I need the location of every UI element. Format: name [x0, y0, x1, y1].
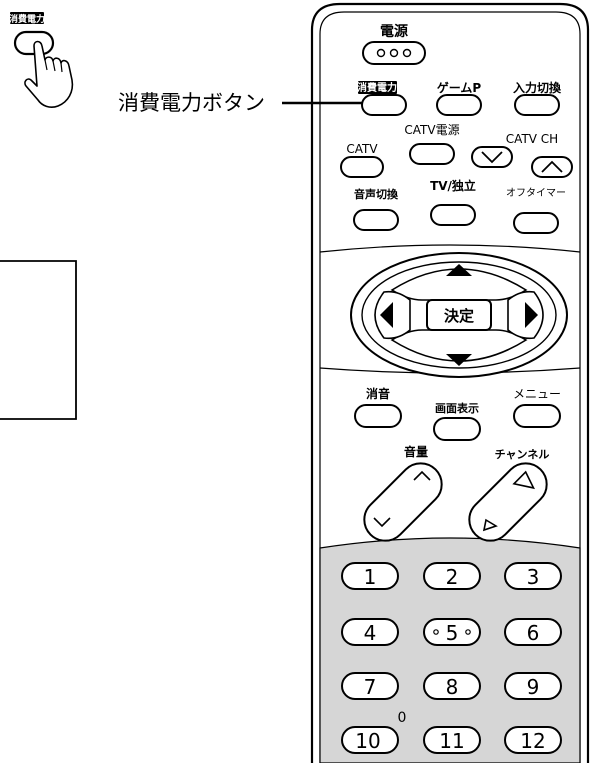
- tactile-dot-icon: [465, 629, 471, 635]
- number-button-7[interactable]: [341, 672, 399, 700]
- volume-rocker[interactable]: [356, 455, 451, 550]
- number-label-9: 9: [527, 675, 540, 699]
- audio-switch-button[interactable]: [353, 209, 399, 231]
- input-switch-button[interactable]: [514, 94, 560, 116]
- mute-label: 消音: [366, 386, 390, 401]
- menu-label: メニュー: [513, 387, 561, 401]
- catv-power-button[interactable]: [409, 143, 455, 165]
- game-p-label: ゲームP: [437, 80, 482, 95]
- catv-ch-label: CATV CH: [506, 132, 558, 146]
- number-label-2: 2: [446, 565, 459, 589]
- tv-independent-label: TV/独立: [430, 178, 476, 193]
- catv-ch-down-button[interactable]: [471, 146, 513, 168]
- number-label-1: 1: [364, 565, 377, 589]
- volume-label: 音量: [404, 444, 428, 459]
- dpad-inner-ring: [361, 261, 557, 369]
- menu-button[interactable]: [513, 404, 561, 428]
- section-divider-1: [319, 244, 581, 253]
- catv-ch-up-button[interactable]: [531, 156, 573, 178]
- number-label-7: 7: [364, 675, 377, 699]
- number-label-5: 5: [446, 621, 459, 645]
- arrow-up-icon: [446, 264, 472, 276]
- number-button-10[interactable]: [341, 726, 399, 754]
- catv-power-label: CATV電源: [404, 123, 459, 137]
- volume-up-icon: [413, 470, 431, 481]
- number-label-11: 11: [439, 729, 464, 753]
- number-label-3: 3: [527, 565, 540, 589]
- power-saving-label: 消費電力: [357, 81, 397, 94]
- inset-illustration: 消費電力: [9, 12, 74, 108]
- inset-badge: [10, 12, 44, 24]
- dpad: 決定: [350, 252, 568, 378]
- display-button[interactable]: [433, 417, 481, 441]
- channel-rocker[interactable]: [461, 455, 556, 550]
- remote-control: 電源 消費電力 ゲームP 入力切換 CATV CATV電源 CATV CH 音声…: [310, 2, 590, 763]
- display-label: 画面表示: [435, 401, 479, 415]
- game-p-button[interactable]: [436, 94, 482, 116]
- side-panel-frame: [0, 260, 77, 420]
- channel-down-icon: [482, 518, 498, 532]
- dpad-ok-label: 決定: [444, 307, 474, 325]
- number-label-10: 10: [355, 729, 380, 753]
- number-label-4: 4: [364, 621, 377, 645]
- volume-rocker-body: [363, 462, 443, 542]
- remote-inner-outline: [319, 11, 581, 763]
- remote-outline: [310, 2, 590, 763]
- mute-button[interactable]: [354, 404, 402, 428]
- number-ten-superscript: 0: [398, 710, 407, 726]
- catv-label: CATV: [346, 142, 378, 156]
- number-label-12: 12: [520, 729, 545, 753]
- arrow-right-icon: [525, 302, 538, 328]
- power-label: 電源: [380, 23, 408, 40]
- number-label-8: 8: [446, 675, 459, 699]
- arrow-left-icon: [380, 302, 393, 328]
- number-button-12[interactable]: [504, 726, 562, 754]
- arrow-down-icon: [446, 354, 472, 366]
- channel-rocker-body: [468, 462, 548, 542]
- off-timer-label: オフタイマー: [506, 187, 566, 199]
- power-led-icon: [376, 48, 386, 58]
- power-saving-button[interactable]: [361, 94, 407, 116]
- number-pad-panel: [319, 537, 581, 763]
- off-timer-button[interactable]: [513, 212, 559, 234]
- number-button-4[interactable]: [341, 618, 399, 646]
- hand-detail-icon: [44, 59, 63, 73]
- input-switch-label: 入力切換: [513, 80, 562, 95]
- number-button-1[interactable]: [341, 562, 399, 590]
- number-button-9[interactable]: [504, 672, 562, 700]
- audio-switch-label: 音声切換: [354, 187, 399, 201]
- number-pad: 1 2 3 4 5 6 7 8 9 10 0 11 12: [341, 562, 562, 754]
- inset-badge-text: 消費電力: [9, 13, 45, 25]
- power-led-icon: [389, 48, 399, 58]
- power-button[interactable]: [362, 41, 426, 65]
- number-button-8[interactable]: [423, 672, 481, 700]
- chevron-down-icon: [481, 151, 503, 164]
- callout-label: 消費電力ボタン: [118, 91, 265, 115]
- number-button-2[interactable]: [423, 562, 481, 590]
- power-led-icon: [402, 48, 412, 58]
- number-button-3[interactable]: [504, 562, 562, 590]
- dpad-ok-button[interactable]: [426, 299, 492, 331]
- callout: 消費電力ボタン: [118, 91, 380, 115]
- hand-icon: [24, 40, 74, 108]
- number-label-6: 6: [527, 621, 540, 645]
- chevron-up-icon: [541, 160, 563, 173]
- channel-up-icon: [512, 470, 535, 490]
- tactile-dot-icon: [433, 629, 439, 635]
- volume-down-icon: [373, 517, 391, 528]
- power-saving-label-badge: [358, 81, 397, 94]
- number-button-5[interactable]: [423, 618, 481, 646]
- channel-label: チャンネル: [495, 448, 550, 461]
- number-button-11[interactable]: [423, 726, 481, 754]
- number-button-6[interactable]: [504, 618, 562, 646]
- catv-button[interactable]: [340, 156, 384, 178]
- tv-independent-button[interactable]: [430, 204, 476, 226]
